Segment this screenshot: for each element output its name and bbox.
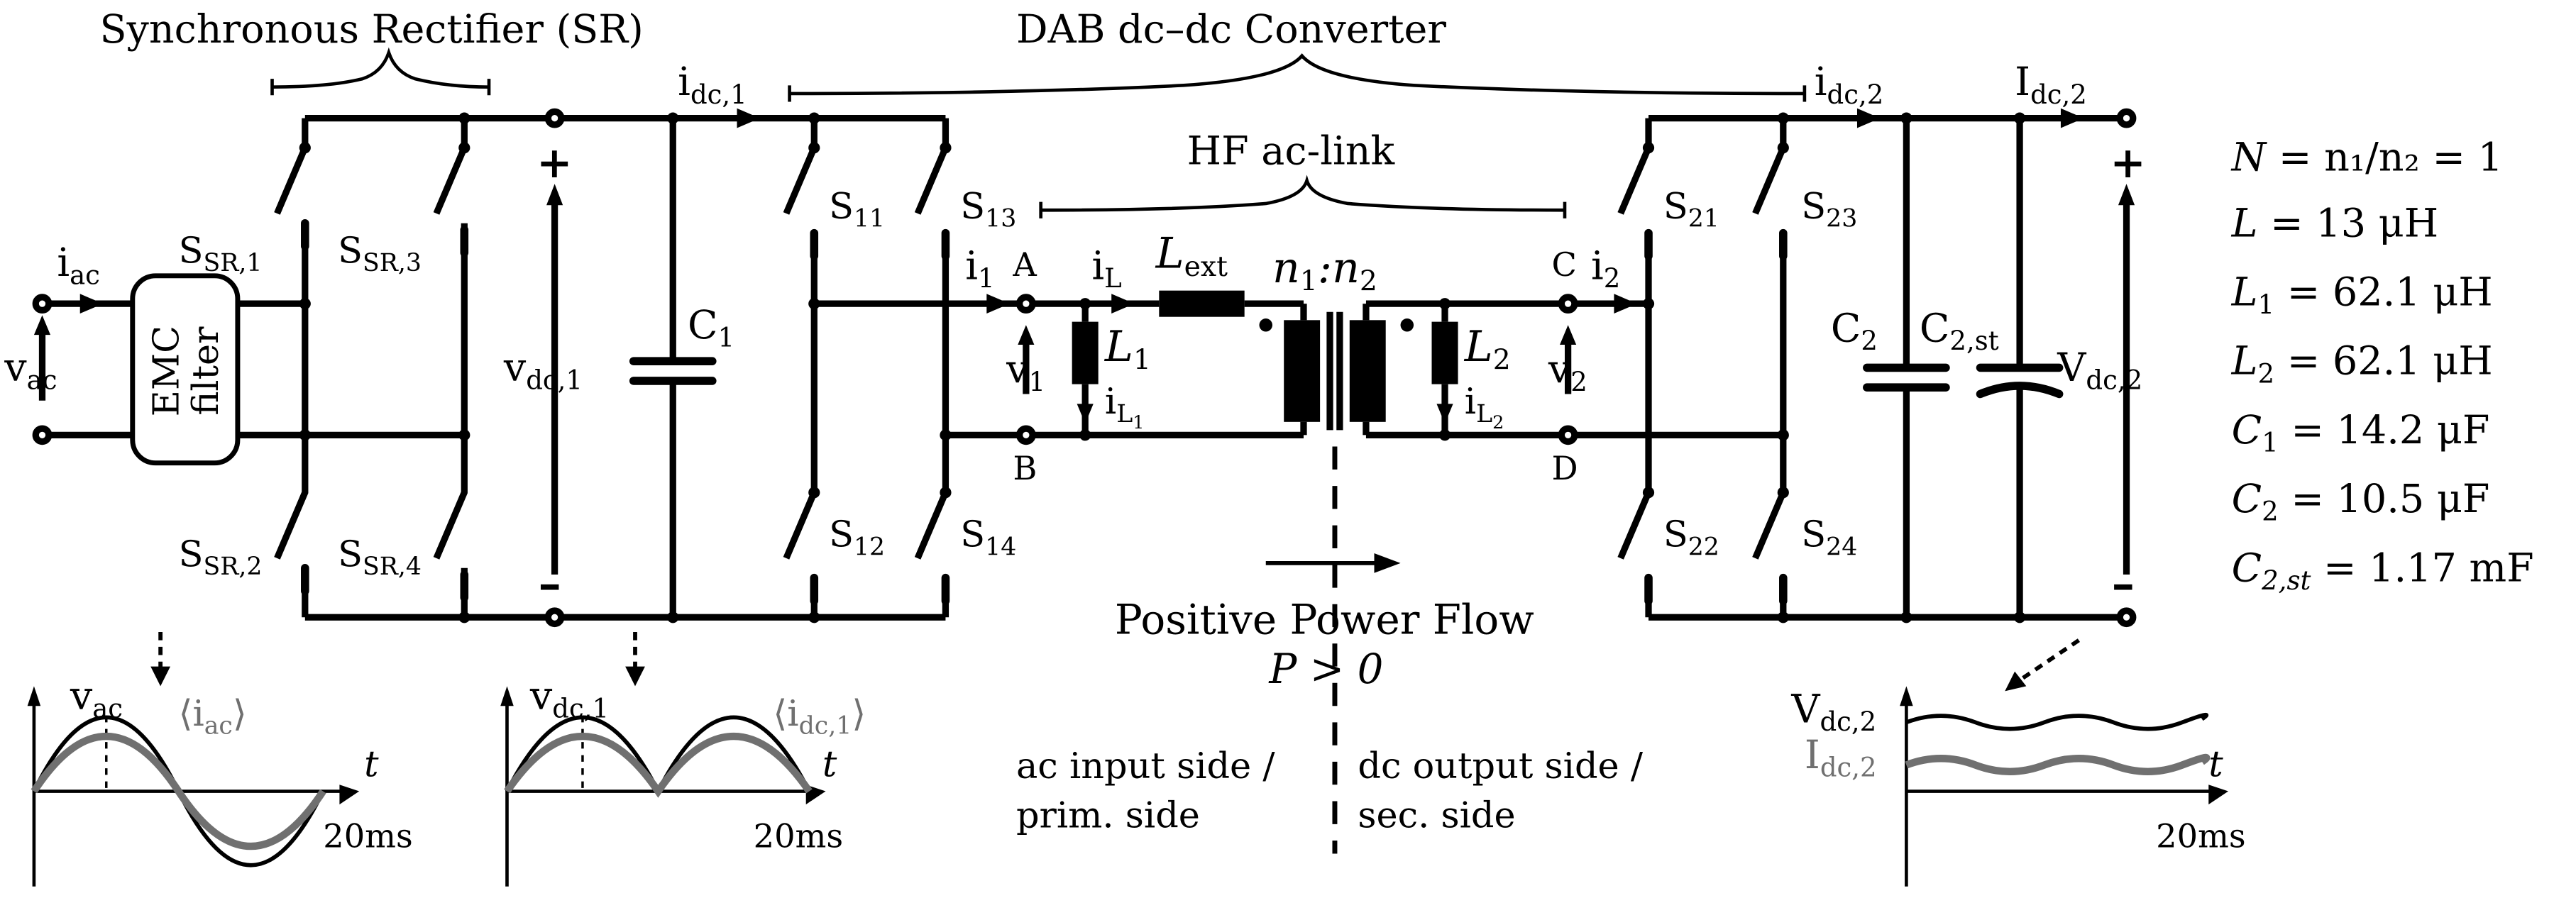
side-right-line2: sec. side	[1358, 794, 1515, 836]
Vdc2-label: Vdc,2	[2057, 345, 2142, 396]
param-l1: L1 = 62.1 μH	[2231, 269, 2493, 320]
w2-v-label: vdc,1	[529, 673, 609, 724]
sr-bridge	[274, 112, 555, 623]
side-right-line1: dc output side /	[1358, 745, 1643, 787]
s11-label: S11	[829, 186, 885, 233]
w2-period: 20ms	[754, 816, 844, 855]
param-l2: L2 = 62.1 μH	[2231, 338, 2493, 389]
minus-dc2: –	[2112, 557, 2135, 611]
power-flow-line1: Positive Power Flow	[1115, 595, 1534, 643]
sr-title: Synchronous Rectifier (SR)	[100, 6, 644, 52]
w2-t-label: t	[822, 744, 837, 786]
Idc2-label: Idc,2	[2015, 59, 2087, 110]
vac-label: vac	[4, 345, 57, 396]
w3-period: 20ms	[2156, 816, 2245, 855]
node-b: B	[1013, 449, 1037, 487]
ssr4-label: SSR,4	[338, 533, 422, 581]
l2-label: L2	[1464, 322, 1511, 377]
sr-brace	[270, 47, 491, 96]
s24-label: S24	[1801, 514, 1857, 562]
secondary-bridge	[1617, 108, 2137, 628]
vdc1-wave	[505, 715, 811, 796]
i1-label: i1	[965, 243, 994, 294]
plus-dc2: +	[2110, 138, 2145, 188]
dab-brace	[788, 53, 1807, 102]
param-c2: C2 = 10.5 μF	[2232, 476, 2490, 527]
w3-t-label: t	[2208, 744, 2223, 786]
v1-label: v1	[1006, 346, 1045, 397]
c1-label: C1	[688, 302, 734, 353]
waveform-ac	[27, 632, 360, 887]
hf-link	[1015, 290, 1783, 854]
w1-period: 20ms	[323, 816, 413, 855]
power-flow-line2: P > 0	[1268, 645, 1383, 693]
idc2-label: idc,2	[1815, 59, 1884, 110]
l1-label: L1	[1104, 322, 1151, 377]
il1-label: iL1	[1105, 381, 1145, 433]
vdc1-label: vdc,1	[503, 345, 583, 396]
dab-title: DAB dc–dc Converter	[1016, 6, 1446, 52]
emc-filter-label-line2: filter	[185, 326, 227, 416]
waveform-dc2	[1900, 638, 2229, 887]
w1-i-label: ⟨iac⟩	[179, 693, 247, 741]
node-d: D	[1551, 449, 1578, 487]
param-n: N = n₁/n₂ = 1	[2230, 135, 2503, 181]
dc-link-1	[544, 108, 815, 628]
s23-label: S23	[1801, 186, 1857, 233]
idc1-wave	[504, 732, 813, 798]
turns-ratio-label: n1:n2	[1272, 243, 1377, 298]
iac-wave	[31, 732, 326, 850]
il-label: iL	[1091, 243, 1121, 294]
side-left-line2: prim. side	[1016, 794, 1200, 836]
s12-label: S12	[829, 514, 885, 562]
c2st-label: C2,st	[1920, 305, 1999, 356]
emc-filter: EMC filter	[130, 273, 241, 466]
s14-label: S14	[960, 514, 1016, 562]
w3-v-label: Vdc,2	[1790, 686, 1876, 737]
c2-label: C2	[1831, 305, 1878, 356]
parameter-list: N = n₁/n₂ = 1 L = 13 μH L1 = 62.1 μH L2 …	[2230, 135, 2534, 596]
param-c2st: C2,st = 1.17 mF	[2232, 545, 2534, 596]
hf-brace	[1039, 174, 1567, 218]
w3-i-label: Idc,2	[1805, 732, 1877, 783]
ssr1-label: SSR,1	[179, 230, 263, 277]
waveform-dc1	[500, 632, 826, 887]
idc2-wave	[1905, 753, 2211, 775]
primary-bridge	[783, 112, 1020, 623]
s22-label: S22	[1663, 514, 1719, 562]
ssr2-label: SSR,2	[179, 533, 263, 581]
ssr3-label: SSR,3	[338, 230, 422, 277]
s21-label: S21	[1663, 186, 1719, 233]
emc-filter-label-line1: EMC	[146, 326, 188, 416]
node-a: A	[1012, 245, 1037, 284]
w1-t-label: t	[364, 744, 379, 786]
vdc2-wave	[1905, 712, 2208, 731]
i2-label: i2	[1591, 243, 1620, 294]
w2-i-label: ⟨idc,1⟩	[773, 693, 866, 741]
param-c1: C1 = 14.2 μF	[2232, 407, 2490, 458]
ac-input	[32, 294, 133, 445]
param-l: L = 13 μH	[2231, 200, 2439, 246]
idc1-label: idc,1	[678, 59, 747, 110]
iac-label: iac	[57, 240, 100, 291]
il2-label: iL2	[1465, 381, 1504, 433]
plus-dc1: +	[536, 138, 572, 188]
hf-title: HF ac-link	[1187, 128, 1396, 174]
side-left-line1: ac input side /	[1016, 745, 1275, 787]
minus-dc1: –	[538, 557, 561, 611]
node-c: C	[1551, 245, 1576, 284]
w1-v-label: vac	[70, 673, 123, 724]
v2-label: v2	[1548, 346, 1587, 397]
s13-label: S13	[960, 186, 1016, 233]
lext-label: Lext	[1155, 228, 1228, 283]
